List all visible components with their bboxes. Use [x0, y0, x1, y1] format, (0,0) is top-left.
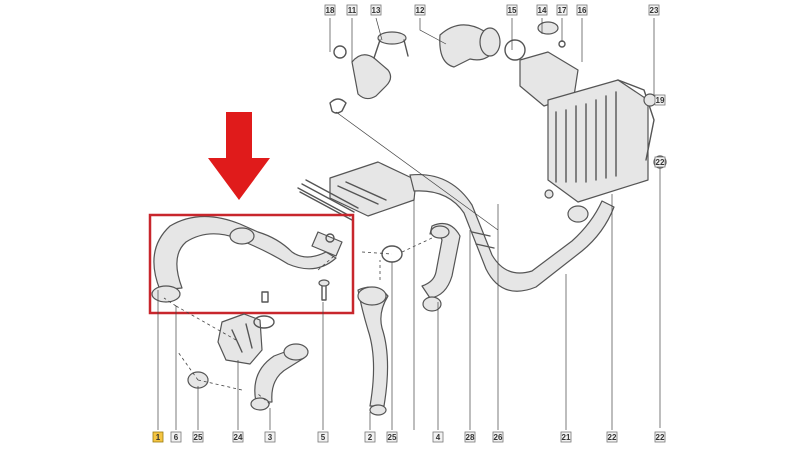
- callout-bottom-6: 2: [364, 431, 376, 443]
- lower-left-parts: [187, 291, 309, 411]
- callout-bottom-0: 1: [152, 431, 164, 443]
- callout-number: 24: [234, 433, 243, 442]
- callout-number: 23: [650, 6, 659, 15]
- callout-bottom-13: 22: [654, 431, 666, 443]
- callout-bottom-5: 5: [317, 431, 329, 443]
- callout-number: 26: [494, 433, 503, 442]
- callout-number: 6: [174, 433, 179, 442]
- callout-top-1: 11: [346, 4, 358, 16]
- callout-bottom-3: 24: [232, 431, 244, 443]
- leader-lines: [157, 17, 661, 430]
- callout-top-2: 13: [370, 4, 382, 16]
- callout-top-8: 23: [648, 4, 660, 16]
- callout-number: 22: [608, 433, 617, 442]
- callout-number: 3: [268, 433, 273, 442]
- callout-bottom-11: 21: [560, 431, 572, 443]
- callout-top-7: 16: [576, 4, 588, 16]
- callout-top-0: 18: [324, 4, 336, 16]
- callout-number: 16: [578, 6, 587, 15]
- callout-number: 18: [326, 6, 335, 15]
- callout-bottom-9: 28: [464, 431, 476, 443]
- callout-number: 14: [538, 6, 547, 15]
- highlight-frame: [148, 213, 355, 315]
- callout-top-3: 12: [414, 4, 426, 16]
- callout-top-6: 17: [556, 4, 568, 16]
- callout-bottom-2: 25: [192, 431, 204, 443]
- callout-top-5: 14: [536, 4, 548, 16]
- callout-number: 15: [508, 6, 517, 15]
- callout-number: 1: [156, 433, 161, 442]
- callout-number: 13: [372, 6, 381, 15]
- callout-bottom-12: 22: [606, 431, 618, 443]
- callout-right-1: 22: [654, 156, 666, 168]
- callout-top-4: 15: [506, 4, 518, 16]
- callout-bottom-10: 26: [492, 431, 504, 443]
- hose-part-1: [151, 215, 343, 303]
- callout-number: 28: [466, 433, 475, 442]
- callout-bottom-1: 6: [170, 431, 182, 443]
- callout-number: 19: [656, 96, 665, 105]
- callout-number: 12: [416, 6, 425, 15]
- callout-number: 25: [194, 433, 203, 442]
- red-down-arrow-icon: [208, 112, 270, 200]
- callout-bottom-4: 3: [264, 431, 276, 443]
- callout-number: 22: [656, 158, 665, 167]
- callout-number: 22: [656, 433, 665, 442]
- callout-number: 4: [436, 433, 441, 442]
- callout-bottom-8: 4: [432, 431, 444, 443]
- callout-right-0: 19: [654, 94, 666, 106]
- callout-number: 2: [368, 433, 373, 442]
- callout-number: 21: [562, 433, 571, 442]
- callout-number: 11: [348, 6, 357, 15]
- callout-number: 5: [321, 433, 326, 442]
- top-assembly: [329, 21, 667, 203]
- callout-number: 17: [558, 6, 567, 15]
- center-ducts: [297, 161, 615, 416]
- callout-bottom-7: 25: [386, 431, 398, 443]
- callout-number: 25: [388, 433, 397, 442]
